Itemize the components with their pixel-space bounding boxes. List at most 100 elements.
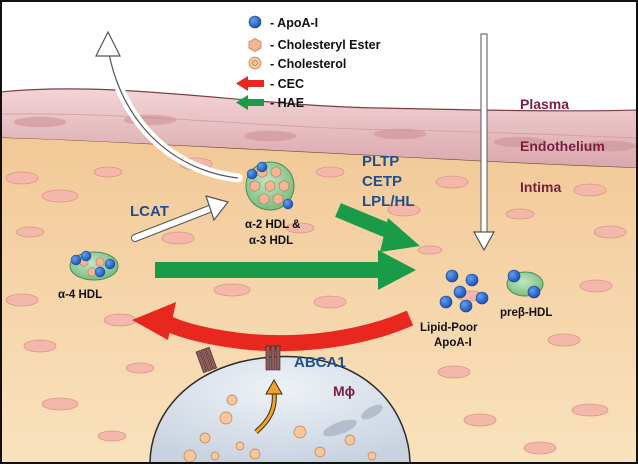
cetp-label: CETP (362, 173, 402, 190)
intima-cell (593, 225, 627, 239)
cholesterol-droplet (183, 449, 197, 462)
legend-cec-label: - CEC (270, 77, 304, 91)
intima-cell (505, 208, 535, 220)
legend-cholesterol-icon (248, 56, 262, 70)
efflux-arrow (254, 378, 283, 434)
endothelial-cell (583, 140, 636, 152)
intima-cell (213, 283, 251, 297)
intima-cell (417, 245, 443, 255)
apoa1-protein (439, 295, 453, 309)
prebeta-hdl-particle (506, 269, 544, 299)
cholesterol-droplet (235, 441, 245, 451)
hae-arrow-diagonal (335, 203, 420, 252)
intima-cell (313, 295, 347, 309)
intima-cells (5, 114, 636, 455)
cholesteryl-ester (95, 257, 105, 267)
endothelium-layer (2, 88, 636, 168)
intima-cell (437, 365, 471, 379)
intima-cell (573, 183, 607, 197)
cholesteryl-ester (258, 193, 270, 205)
lipidpoor-label-line1: Lipid-Poor (420, 322, 478, 334)
apoa1-protein (453, 285, 467, 299)
intima-cell (315, 166, 345, 178)
cholesterol-droplet (199, 432, 211, 444)
intima-cell (5, 171, 39, 185)
apoa1-protein (465, 273, 479, 287)
macrophage-cell (149, 355, 411, 462)
intima-cell (125, 362, 155, 374)
intima-cell (285, 222, 315, 234)
apoa1-protein (94, 266, 106, 278)
abca1-label: ABCA1 (294, 354, 346, 371)
cholesteryl-ester (270, 166, 282, 178)
endothelial-cell (493, 136, 547, 148)
macrophage-organelle (322, 419, 358, 437)
cholesterol-droplet (226, 394, 238, 406)
plasma-label: Plasma (520, 96, 569, 112)
endothelial-cell (373, 128, 427, 140)
macrophage-organelle (361, 404, 383, 420)
cholesteryl-ester (278, 180, 290, 192)
legend-apoa1-label: - ApoA-I (270, 16, 318, 30)
intima-cell (161, 231, 195, 245)
intima-cell (435, 175, 469, 189)
lcat-arrow (131, 195, 230, 242)
cholesterol-droplet (367, 451, 377, 461)
lipid-poor-apoa1-cluster (439, 269, 489, 313)
abca1-transporter-left (195, 346, 218, 374)
apoa1-protein (507, 269, 521, 283)
cholesterol-droplet (210, 451, 220, 461)
legend-cec-icon (236, 76, 264, 91)
intima-cell (463, 413, 497, 427)
legend-hae-icon (236, 95, 264, 110)
intima-cell (41, 189, 79, 203)
legend-cholesterol-label: - Cholesterol (270, 57, 346, 71)
endothelium-label: Endothelium (520, 138, 605, 154)
hdl23-label-line2: α-3 HDL (249, 235, 293, 247)
intima-cell (103, 313, 137, 327)
intima-cell (93, 166, 123, 178)
apoa1-protein (80, 250, 92, 262)
apoa1-protein (104, 258, 116, 270)
apoa1-protein (246, 168, 258, 180)
cholesteryl-ester (272, 193, 284, 205)
apoa1-protein (527, 285, 541, 299)
apoa1-protein (70, 254, 82, 266)
cholesteryl-ester (87, 267, 97, 277)
legend: - ApoA-I - Cholesteryl Ester - Cholester… (236, 15, 381, 110)
intima-cell (387, 203, 421, 217)
pltp-label: PLTP (362, 153, 399, 170)
prebeta-label: preβ-HDL (500, 307, 552, 319)
cholesteryl-ester (264, 180, 276, 192)
legend-ester-label: - Cholesteryl Ester (270, 38, 381, 52)
endothelial-cell (243, 130, 297, 142)
alpha-4-hdl-particle (69, 250, 119, 281)
legend-hae-label: - HAE (270, 96, 304, 110)
intima-cell (15, 226, 45, 238)
hdl4-label: α-4 HDL (58, 289, 102, 301)
cholesterol-droplet (219, 411, 233, 425)
hae-arrow-horizontal (155, 250, 416, 290)
plasma-entry-arrow (480, 33, 488, 233)
cholesterol-droplet (344, 434, 356, 446)
intima-cell (523, 441, 557, 455)
lipidpoor-label-line2: ApoA-I (434, 337, 472, 349)
apoa1-protein (445, 269, 459, 283)
apoa1-protein (282, 198, 294, 210)
endothelial-cell (13, 116, 67, 128)
macrophage-label: Mϕ (333, 383, 355, 399)
cholesterol-droplet (314, 446, 326, 458)
apoa1-protein (459, 299, 473, 313)
lpl-hl-label: LPL/HL (362, 193, 415, 210)
intima-label: Intima (520, 179, 561, 195)
hdl23-label-line1: α-2 HDL & (245, 219, 300, 231)
legend-ester-icon (248, 38, 262, 52)
cholesteryl-ester (249, 180, 261, 192)
apoa1-protein (475, 291, 489, 305)
apoa1-protein (256, 161, 268, 173)
intima-cell (579, 279, 613, 293)
legend-apoa1-icon (248, 15, 262, 29)
intima-cell (547, 333, 581, 347)
